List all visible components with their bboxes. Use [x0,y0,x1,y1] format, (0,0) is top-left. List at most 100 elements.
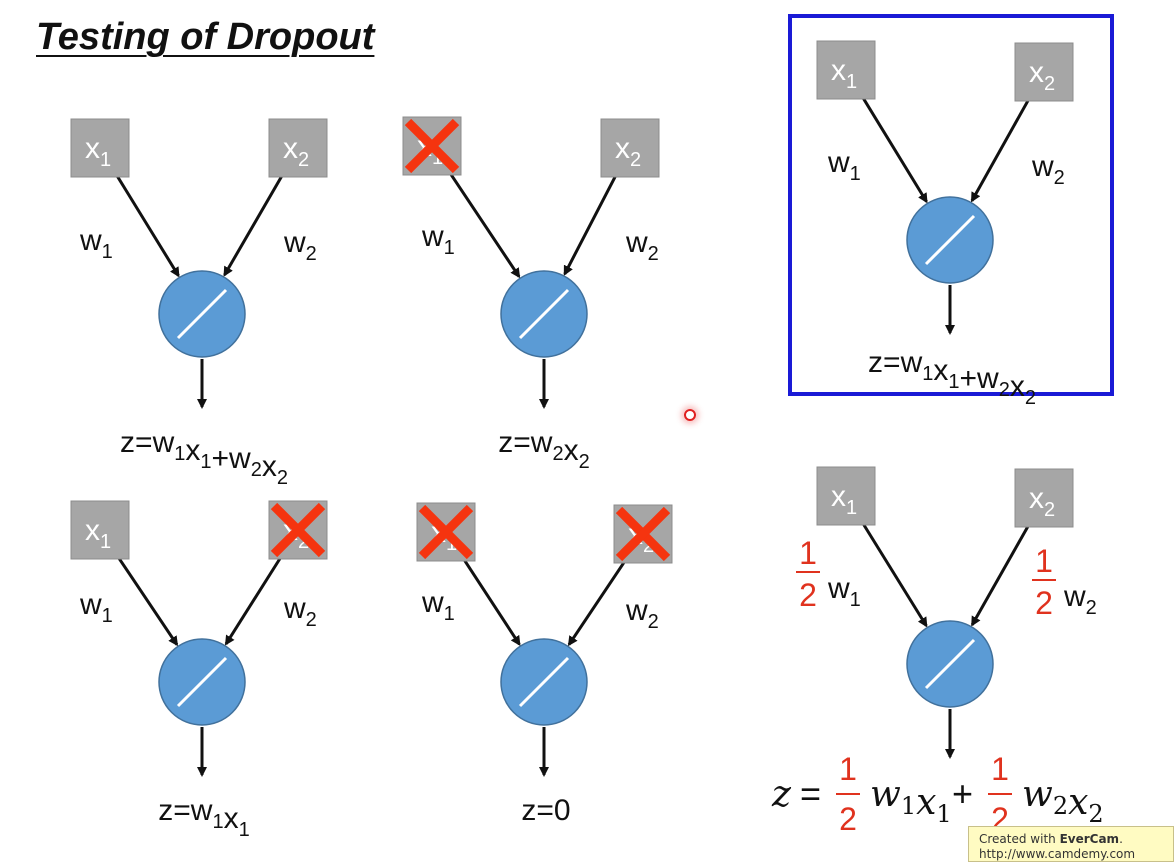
edge-x2 [970,523,1031,627]
half-fraction: 12 [1032,543,1056,621]
watermark-url: http://www.camdemy.com [979,847,1136,861]
neuron-linear-icon [906,196,994,284]
input-x2: x2 [268,500,328,560]
output-formula: z=w2x2 [498,426,589,473]
input-box [600,118,660,178]
input-box [816,40,876,100]
weight-label: w1 [79,224,113,263]
input-x2: x2 [613,504,673,564]
edge-x2 [224,554,284,646]
weight-w2: w2 [625,226,659,265]
diagram-drop-both: x1 x2 w1 w2 z=0 [416,502,673,827]
svg-text:1: 1 [991,751,1009,787]
dropout-cross-icon [615,506,671,562]
weight-label: w1 [827,146,861,185]
input-label: x2 [283,132,309,171]
edge-x2 [970,97,1031,203]
weight-w1: w1 [79,224,113,263]
weight-w2: w2 [283,592,317,631]
diagram-drop-x2: x1 x2 w1 w2 z=w1x1 [70,500,328,841]
input-x1: x1 [402,116,462,176]
output-formula: z=w1x1 [158,794,249,841]
neuron-linear-icon [906,620,994,708]
svg-text:w2x2: w2x2 [1022,774,1104,828]
input-box [70,118,130,178]
dropout-cross-icon [270,502,326,558]
output-formula: z=0 [521,794,570,827]
weight-label: w2 [283,592,317,631]
weight-label: w1 [79,588,113,627]
neuron-linear-icon [158,638,246,726]
neuron-linear-icon [500,638,588,726]
neuron-linear-icon [500,270,588,358]
dropout-cross-icon [404,118,460,174]
svg-text:z: z [771,774,792,815]
input-label: x1 [831,480,857,519]
edge-x2 [223,173,285,277]
half-fraction: 12 [796,535,820,613]
svg-text:2: 2 [799,577,817,613]
weight-label: w2 [625,226,659,265]
weight-label: w1 [421,220,455,259]
input-x2: x2 [1014,42,1074,102]
input-box [268,118,328,178]
input-box [1014,468,1074,528]
input-label: x1 [831,54,857,93]
weight-w1: w1 [421,220,455,259]
weight-w2: w2 [625,594,659,633]
highlight-frame [788,14,1114,396]
edge-x2 [567,558,628,647]
input-x2: x2 [1014,468,1074,528]
input-label: x1 [85,514,111,553]
weight-label: w1 [421,586,455,625]
edge-x1 [860,520,928,628]
svg-text:=: = [800,773,821,814]
weight-w2: w2 [1031,150,1065,189]
weight-label: w2 [625,594,659,633]
diagram-drop-x1: x1 x2 w1 w2 z=w2x2 [402,116,660,473]
weight-w1: w1 [827,146,861,185]
input-x1: x1 [816,466,876,526]
dropout-cross-icon [418,504,474,560]
evercam-watermark: Created with EverCam. http://www.camdemy… [968,826,1174,862]
weight-label: w2 [1031,150,1065,189]
edge-x1 [860,94,928,204]
watermark-prefix: Created with [979,832,1060,846]
input-x2: x2 [268,118,328,178]
output-formula: z=w1x1+w2x2 [120,426,288,489]
svg-text:1: 1 [799,535,817,571]
watermark-brand: EverCam [1059,832,1120,846]
diagram-framed: x1 x2 w1 w2 z=w1x1+w2x2 [788,14,1114,409]
edge-x2 [563,173,618,276]
weight-w2: w2 [283,226,317,265]
edge-x1 [461,556,521,647]
watermark-suffix: . [1119,832,1123,846]
input-label: x2 [615,132,641,171]
input-label: x1 [85,132,111,171]
input-x1: x1 [70,500,130,560]
input-x1: x1 [416,502,476,562]
input-box [816,466,876,526]
page-title: Testing of Dropout [36,16,375,58]
svg-text:1: 1 [1035,543,1053,579]
edge-x1 [115,554,179,647]
weight-label: w2 [1063,580,1097,619]
input-box [1014,42,1074,102]
edge-x1 [114,172,180,278]
svg-text:2: 2 [1035,585,1053,621]
input-x2: x2 [600,118,660,178]
input-x1: x1 [816,40,876,100]
svg-text:w1x1: w1x1 [870,774,952,828]
weight-w1: w1 [79,588,113,627]
weight-label: w2 [283,226,317,265]
output-formula: z=w1x1+w2x2 [868,346,1036,409]
weight-w1: w1 [421,586,455,625]
edge-x1 [447,170,521,279]
svg-text:+: + [952,773,973,814]
neuron-linear-icon [158,270,246,358]
